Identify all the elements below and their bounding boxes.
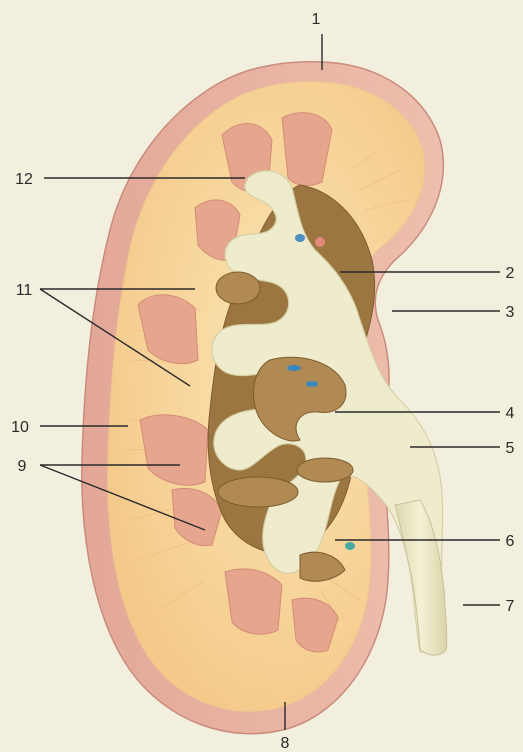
label-5: 5 [506, 440, 515, 457]
pyramid [225, 569, 282, 634]
label-9: 9 [18, 458, 27, 475]
label-4: 4 [506, 405, 515, 422]
label-10: 10 [11, 419, 29, 436]
label-7: 7 [506, 598, 515, 615]
label-1: 1 [312, 11, 321, 28]
label-6: 6 [506, 533, 515, 550]
label-12: 12 [15, 171, 33, 188]
label-3: 3 [506, 304, 515, 321]
label-2: 2 [506, 265, 515, 282]
label-11: 11 [16, 282, 33, 299]
label-8: 8 [281, 735, 290, 752]
